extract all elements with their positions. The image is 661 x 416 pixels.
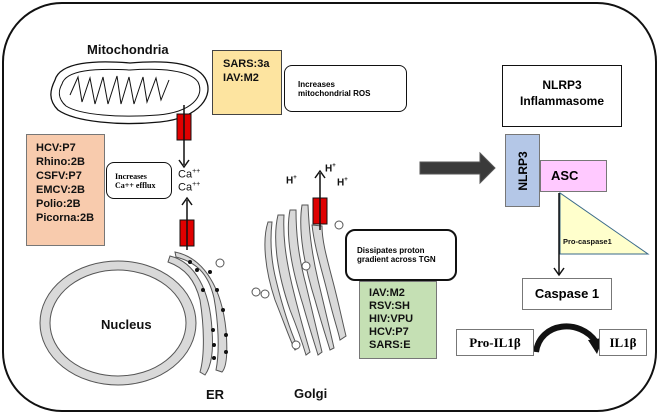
viroporin-item: IAV:M2 <box>369 287 405 299</box>
nlrp3-label: NLRP3 <box>515 150 530 191</box>
viroporin-item: HCV:P7 <box>369 326 409 338</box>
endoplasmic-reticulum <box>167 251 261 376</box>
asc-block: ASC <box>540 160 607 192</box>
er-label: ER <box>206 387 225 402</box>
cell-membrane <box>2 2 657 412</box>
mito-channel <box>176 105 192 169</box>
pro-caspase-triangle <box>559 192 650 255</box>
golgi-effect-line: Dissipates proton <box>357 246 425 255</box>
golgi-effect-line: gradient across TGN <box>357 255 436 264</box>
viroporin-item: HCV:P7 <box>36 142 76 154</box>
golgi-viroporins-box: IAV:M2 RSV:SH HIV:VPU HCV:P7 SARS:E <box>359 281 437 359</box>
il1b-box: IL1β <box>599 329 647 356</box>
mito-effect-line: mitochondrial ROS <box>298 88 371 98</box>
calcium-ion-label: Ca++ <box>178 168 201 181</box>
inflammasome-title: NLRP3 <box>542 78 582 92</box>
golgi-channel <box>312 169 328 230</box>
golgi-apparatus <box>260 204 347 356</box>
viroporin-item: SARS:E <box>369 339 411 351</box>
asc-label: ASC <box>551 168 579 183</box>
cleavage-arrow <box>533 323 603 354</box>
calcium-ion-label: Ca++ <box>178 181 201 194</box>
caspase1-label: Caspase 1 <box>534 286 600 301</box>
ca-effect-line: Ca++ efflux <box>115 180 156 190</box>
pro-il1b-label: Pro-IL1β <box>469 335 521 350</box>
golgi-label: Golgi <box>294 386 328 401</box>
mitochondrion <box>50 61 209 125</box>
nucleus <box>39 260 197 386</box>
pro-il1b-box: Pro-IL1β <box>456 329 534 356</box>
viroporin-item: HIV:VPU <box>369 313 414 325</box>
ca-effect-line: Increases <box>115 171 147 181</box>
inflammasome-title-box: NLRP3 Inflammasome <box>502 65 622 127</box>
mito-viroporins-box: SARS:3a IAV:M2 <box>212 50 282 115</box>
proton-label: H+ <box>286 175 297 187</box>
proton-label: H+ <box>337 177 348 189</box>
er-channel <box>179 196 195 250</box>
viroporin-item: SARS:3a <box>223 58 270 70</box>
viroporin-item: IAV:M2 <box>223 72 259 84</box>
viroporin-item: CSFV:P7 <box>36 170 82 182</box>
mito-effect-line: Increases <box>298 79 335 89</box>
activation-arrow <box>419 151 496 185</box>
caspase1-box: Caspase 1 <box>522 278 612 310</box>
ca-viroporins-box: HCV:P7 Rhino:2B CSFV:P7 EMCV:2B Polio:2B… <box>26 134 105 246</box>
viroporin-item: Picorna:2B <box>36 212 95 224</box>
viroporin-item: RSV:SH <box>369 300 410 312</box>
viroporin-item: EMCV:2B <box>36 184 85 196</box>
inflammasome-title: Inflammasome <box>519 94 605 108</box>
proton-label: H+ <box>325 163 336 175</box>
nlrp3-block: NLRP3 <box>505 134 540 207</box>
viroporin-item: Rhino:2B <box>36 156 85 168</box>
nucleus-label: Nucleus <box>101 317 152 332</box>
pro-caspase-label: Pro-caspase1 <box>563 237 612 246</box>
caspase-arrow <box>553 193 565 277</box>
mitochondria-label: Mitochondria <box>87 42 169 57</box>
il1b-label: IL1β <box>609 335 637 350</box>
viroporin-item: Polio:2B <box>36 198 81 210</box>
